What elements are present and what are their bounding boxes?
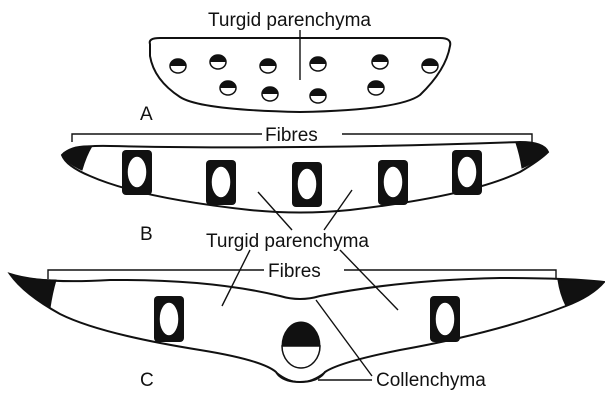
bundle — [310, 89, 326, 103]
section-c: Fibres Collenchyma — [10, 250, 604, 391]
section-c-fibres-label: Fibres — [268, 261, 321, 282]
bundle — [260, 59, 276, 73]
bundle — [368, 81, 384, 95]
bundle — [206, 160, 236, 205]
section-a-tissue-label: Turgid parenchyma — [208, 10, 371, 31]
section-b-fibres-label: Fibres — [265, 125, 318, 146]
section-c-fibre-cap-right — [558, 280, 604, 306]
section-a-letter: A — [140, 104, 153, 125]
section-c-letter: C — [140, 370, 154, 391]
bundle — [310, 57, 326, 71]
bundle — [262, 87, 278, 101]
bundle — [422, 59, 438, 73]
section-c-collenchyma-label: Collenchyma — [376, 370, 486, 391]
bundle — [452, 150, 482, 195]
bundle — [210, 55, 226, 69]
bundle — [154, 296, 184, 342]
bundle — [430, 296, 460, 342]
bundle — [378, 160, 408, 205]
section-b-letter: B — [140, 224, 153, 245]
bundle — [292, 162, 322, 207]
bundle-midrib — [282, 322, 320, 368]
bundle — [372, 55, 388, 69]
section-c-fibre-cap-left — [10, 274, 56, 308]
bundle — [170, 59, 186, 73]
section-b-tissue-label: Turgid parenchyma — [206, 231, 369, 252]
section-a: Turgid parenchyma A — [140, 10, 450, 125]
section-b: Fibres — [62, 125, 548, 252]
bundle — [122, 150, 152, 195]
bundle — [220, 81, 236, 95]
